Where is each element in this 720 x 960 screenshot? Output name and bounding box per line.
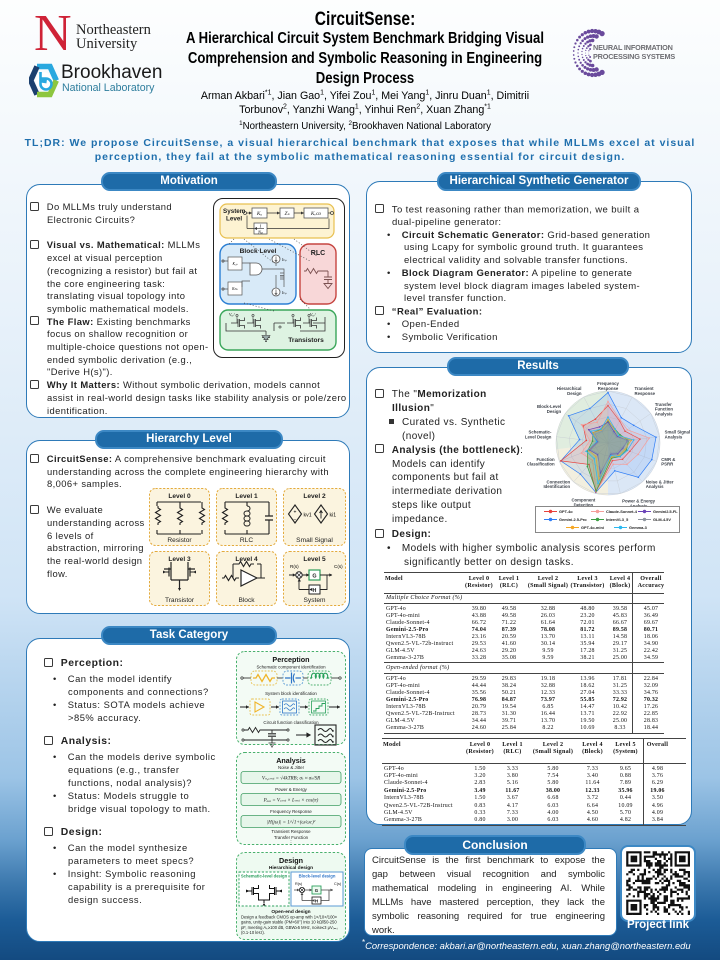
svg-text:Level 5: Level 5: [303, 556, 326, 563]
svg-text:GPT-4o: GPT-4o: [559, 509, 573, 514]
svg-text:Transistors: Transistors: [288, 337, 324, 344]
svg-text:Kᵤₚ: Kᵤₚ: [232, 262, 238, 266]
svg-text:Analysis: Analysis: [276, 756, 306, 765]
svg-text:System: System: [223, 208, 246, 215]
svg-text:Circuit function classificatio: Circuit function classification: [263, 720, 319, 725]
svg-text:Nₚ: Nₚ: [257, 230, 263, 235]
svg-text:GLM-4.5V: GLM-4.5V: [653, 517, 671, 522]
svg-text:Kₐ: Kₐ: [256, 211, 263, 217]
svg-text:C(s): C(s): [334, 882, 342, 886]
svg-text:CMR &PSRR: CMR &PSRR: [661, 457, 675, 467]
svg-text:H: H: [315, 899, 318, 904]
svg-text:Gemma-3: Gemma-3: [629, 525, 648, 530]
svg-text:Transistor: Transistor: [165, 597, 195, 604]
svg-text:Block-level design: Block-level design: [299, 874, 336, 879]
svg-text:Iᴄₚ: Iᴄₚ: [281, 258, 287, 262]
svg-text:Hierarchical design: Hierarchical design: [269, 865, 313, 871]
svg-text:Gemini-2.5-Pro: Gemini-2.5-Pro: [559, 517, 587, 522]
svg-text:Block: Block: [238, 597, 255, 604]
svg-text:Vₙ,ᵣₘₛ = √4kTRB; σₜ ≈ σₕ/SR: Vₙ,ᵣₘₛ = √4kTRB; σₜ ≈ σₕ/SR: [262, 776, 320, 782]
svg-text:Level 2: Level 2: [303, 493, 326, 500]
svg-text:Schematic component identifica: Schematic component identification: [256, 665, 326, 670]
svg-text:Level 4: Level 4: [235, 556, 258, 563]
svg-text:C(s): C(s): [334, 564, 343, 569]
svg-text:GPT-4o-mini: GPT-4o-mini: [581, 525, 604, 530]
svg-text:gains, unity-gain stable (PM>6: gains, unity-gain stable (PM>60°) into 1…: [241, 920, 337, 925]
svg-text:RLC: RLC: [240, 537, 253, 544]
svg-text:G: G: [315, 888, 319, 893]
svg-text:Schematic-level design: Schematic-level design: [241, 874, 288, 879]
svg-text:Zₛ: Zₛ: [284, 211, 290, 217]
svg-text:Level 3: Level 3: [168, 556, 191, 563]
svg-text:Vᵣₑᶠ: Vᵣₑᶠ: [310, 312, 316, 317]
svg-text:⋮: ⋮: [289, 840, 294, 846]
svg-text:Transient Response: Transient Response: [271, 829, 311, 834]
svg-text:Perception: Perception: [272, 655, 309, 664]
svg-text:Design a feedback CMOS op-amp: Design a feedback CMOS op-amp with 1×/10…: [241, 915, 338, 920]
svg-text:Kᴅₙ: Kᴅₙ: [231, 287, 238, 291]
svg-text:Transfer Function: Transfer Function: [274, 835, 309, 840]
svg-text:Vᵣₑᶠ: Vᵣₑᶠ: [229, 312, 235, 317]
svg-text:H: H: [313, 588, 317, 594]
svg-text:Block Level: Block Level: [240, 248, 277, 255]
svg-text:Noise & Jitter: Noise & Jitter: [278, 765, 305, 770]
svg-text:Iᴄₚ: Iᴄₚ: [281, 291, 287, 295]
svg-text:Claude-Sonnet-4: Claude-Sonnet-4: [606, 509, 638, 514]
svg-text:Level 1: Level 1: [235, 493, 258, 500]
svg-text:pF, meeting Aₖ≥100 dB, GBW≥5 M: pF, meeting Aₖ≥100 dB, GBW≥5 MHz, noise≤…: [241, 925, 338, 930]
svg-text:Design: Design: [279, 856, 303, 865]
svg-text:Small Signal: Small Signal: [296, 537, 333, 544]
svg-text:−: −: [294, 517, 297, 523]
svg-text:kv1: kv1: [304, 513, 312, 519]
svg-text:RLC: RLC: [311, 250, 325, 257]
svg-text:Power & Energy: Power & Energy: [275, 787, 308, 792]
svg-text:R(s): R(s): [295, 882, 303, 886]
svg-text:Gemini2.5-FL: Gemini2.5-FL: [653, 509, 678, 514]
svg-text:Level: Level: [226, 216, 242, 223]
svg-text:Kᵥᴄᴏ: Kᵥᴄᴏ: [310, 211, 322, 217]
svg-text:+: +: [294, 510, 297, 516]
svg-text:InternVL3_5: InternVL3_5: [606, 517, 629, 522]
svg-text:Level 0: Level 0: [168, 493, 191, 500]
svg-text:Frequency Response: Frequency Response: [270, 809, 312, 814]
svg-text:Power & EnergyAnalysis: Power & EnergyAnalysis: [622, 499, 656, 509]
svg-text:Resistor: Resistor: [167, 537, 192, 544]
svg-text:1: 1: [259, 224, 261, 229]
svg-text:Schematic-Level Design: Schematic-Level Design: [525, 430, 552, 440]
svg-text:Open-end design: Open-end design: [271, 909, 310, 915]
svg-text:G: G: [312, 574, 316, 580]
svg-text:R(s): R(s): [290, 564, 299, 569]
svg-text:System: System: [304, 597, 326, 604]
svg-text:System block identification: System block identification: [265, 691, 317, 696]
svg-text:|H(jω)| = 1/√1+(ω/ωc)²: |H(jω)| = 1/√1+(ω/ωc)²: [267, 820, 316, 826]
svg-text:(0.1-10 kHz).: (0.1-10 kHz).: [241, 930, 265, 935]
svg-text:Pₐₓₒ = Vᵣₘₛ × Iᵣₘₛ × cos(π): Pₐₓₒ = Vᵣₘₛ × Iᵣₘₛ × cos(π): [263, 799, 319, 804]
svg-text:ki1: ki1: [330, 513, 337, 519]
